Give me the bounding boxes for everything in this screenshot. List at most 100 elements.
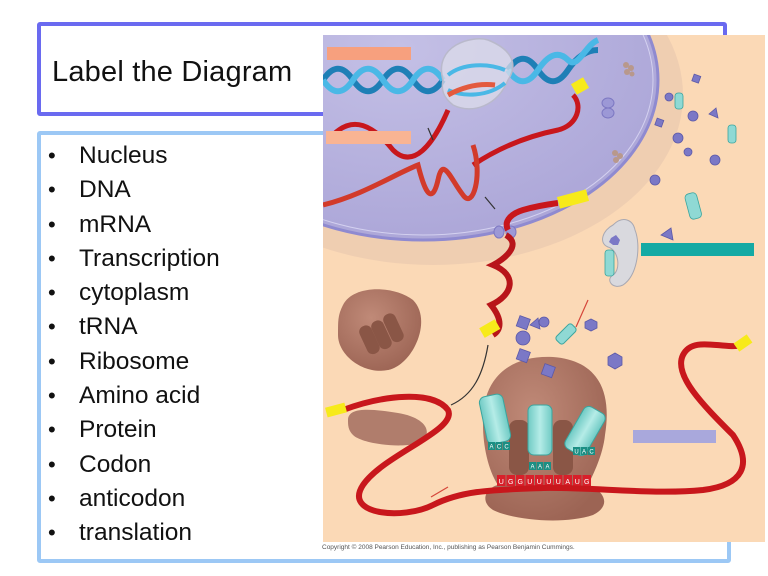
bullet-icon: • xyxy=(48,485,56,511)
codon-letter: G xyxy=(508,479,513,486)
anticodon-letter: A xyxy=(582,450,586,456)
term-label: anticodon xyxy=(79,484,186,512)
anticodon-letter: C xyxy=(504,445,509,451)
anticodon-letter: C xyxy=(497,445,502,451)
arrow-icon xyxy=(427,127,434,141)
term-item: • DNA xyxy=(41,174,220,208)
bullet-icon: • xyxy=(48,451,56,477)
codon-base xyxy=(554,475,563,486)
term-label: cytoplasm xyxy=(79,279,190,307)
codon-letter: U xyxy=(537,479,542,486)
trna-icon xyxy=(604,249,615,277)
term-item: • Codon xyxy=(41,449,220,483)
ribosome-small-subunit xyxy=(348,409,427,446)
codon-base xyxy=(582,475,591,486)
nascent-mrna xyxy=(446,82,496,98)
term-label: Nucleus xyxy=(79,142,168,169)
codon-letter: A xyxy=(565,479,570,486)
anticodon-base xyxy=(488,442,495,450)
nuclear-pore-icon xyxy=(601,97,615,119)
bullet-icon: • xyxy=(48,280,56,306)
mrna-strand xyxy=(471,93,581,168)
mrna-strand xyxy=(485,232,516,338)
label-blank xyxy=(633,430,716,443)
bullet-icon: • xyxy=(48,211,56,237)
amino-acid-icon xyxy=(609,235,620,245)
anticodon-base xyxy=(588,447,595,455)
mrna-cap xyxy=(733,334,753,352)
label-blank xyxy=(327,47,411,60)
term-list: • Nucleus • DNA •mRNA • Transcription • cyto… xyxy=(41,140,220,552)
term-label: DNA xyxy=(79,176,131,204)
anticodon-letter: A xyxy=(538,465,542,471)
ribosome-e-site xyxy=(509,420,529,475)
mrna-cap xyxy=(325,402,347,418)
term-label: Amino acid xyxy=(79,382,201,410)
dna-double-helix xyxy=(323,37,600,95)
anticodon-base xyxy=(573,447,580,455)
term-label: Codon xyxy=(79,450,152,478)
mrna-cap xyxy=(479,319,501,338)
mrna-strand xyxy=(331,109,451,160)
trna-icon xyxy=(555,323,577,345)
slide-title: Label the Diagram xyxy=(52,56,293,88)
codon-base xyxy=(544,475,553,486)
bullet-icon: • xyxy=(48,245,56,271)
anticodon-base xyxy=(503,442,510,450)
trna-synthetase xyxy=(602,219,639,287)
nuclear-envelope-inner xyxy=(323,35,654,236)
bullet-icon: • xyxy=(48,417,56,443)
term-item: • Protein xyxy=(41,414,220,448)
codon-base xyxy=(497,475,506,486)
bullet-icon: • xyxy=(48,314,56,340)
codon-base xyxy=(516,475,525,486)
codon-letter: U xyxy=(575,479,580,486)
term-item: • cytoplasm xyxy=(41,277,220,311)
term-item: •Amino acid xyxy=(41,380,220,414)
codon-letter: U xyxy=(556,479,561,486)
term-item: • Transcription xyxy=(41,243,220,277)
term-label: Ribosome xyxy=(79,347,190,375)
anticodon-base xyxy=(536,462,544,470)
term-label: Protein xyxy=(79,416,157,444)
anticodon-base xyxy=(495,442,503,450)
anticodon-base xyxy=(529,462,536,470)
anticodon-letter: A xyxy=(489,445,493,451)
anticodon-letter: A xyxy=(530,465,534,471)
codon-letter: U xyxy=(546,479,551,486)
term-item: • Nucleus xyxy=(41,140,220,174)
term-item: • translation xyxy=(41,517,220,551)
bullet-icon: • xyxy=(48,177,56,203)
codon-base xyxy=(525,475,534,486)
arrow-icon xyxy=(484,196,496,210)
term-item: • Ribosome xyxy=(41,346,220,380)
arrow-icon xyxy=(430,486,449,498)
term-item: •tRNA xyxy=(41,311,220,345)
mrna-cap xyxy=(556,189,590,209)
term-item: •mRNA xyxy=(41,209,220,243)
codon-base xyxy=(573,475,582,486)
label-blank xyxy=(326,131,411,144)
term-label: translation xyxy=(79,519,193,547)
anticodon-letter: A xyxy=(545,465,549,471)
codon-base xyxy=(535,475,544,486)
mrna-cap xyxy=(570,77,590,95)
arrow-icon xyxy=(575,299,589,328)
bullet-icon: • xyxy=(48,348,56,374)
trna-icon xyxy=(674,92,737,220)
ribosome-a-site xyxy=(553,420,573,475)
amino-acid-icon xyxy=(649,73,721,241)
label-blank xyxy=(641,243,754,256)
codon-base xyxy=(563,475,572,486)
anticodon-base xyxy=(580,447,588,455)
ribosome-tunnel xyxy=(359,313,404,355)
bullet-icon: • xyxy=(48,143,56,168)
codon-base xyxy=(506,475,515,486)
term-label: Transcription xyxy=(79,244,220,272)
term-item: • anticodon xyxy=(41,483,220,517)
bullet-icon: • xyxy=(48,520,56,546)
mrna-strand xyxy=(323,144,480,208)
codon-letter: G xyxy=(518,479,523,486)
